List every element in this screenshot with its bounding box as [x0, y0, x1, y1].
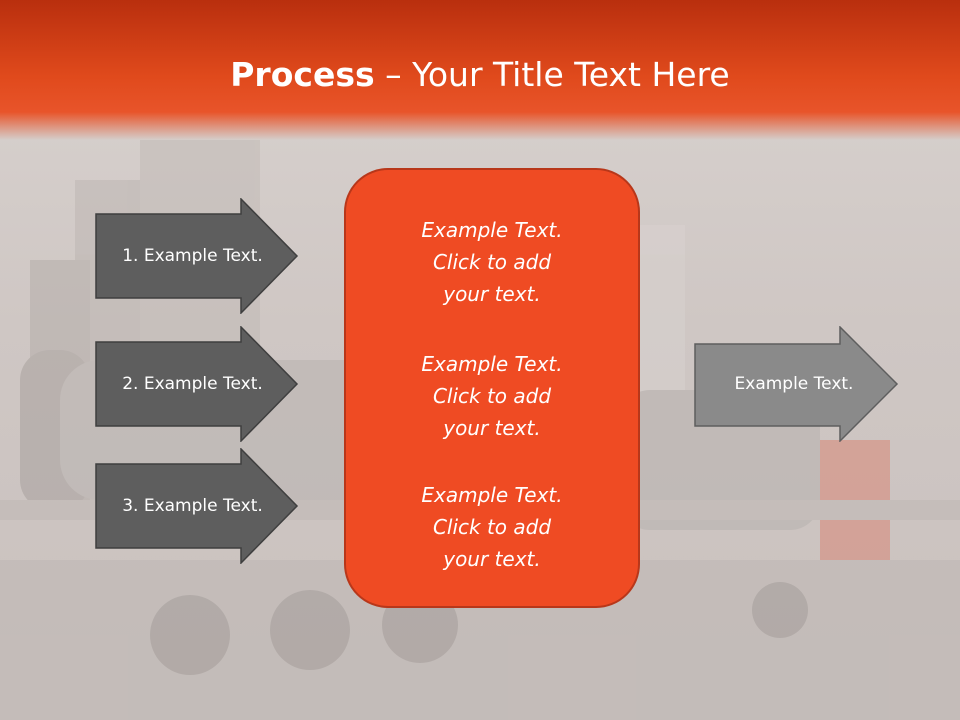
- left-arrow-2-label: 2. Example Text.: [122, 374, 263, 394]
- center-block-2-line-1: Example Text.: [421, 352, 563, 376]
- center-block-1-line-3: your text.: [443, 282, 541, 306]
- slide-title[interactable]: Process – Your Title Text Here: [0, 55, 960, 95]
- center-block-1-line-2: Click to add: [432, 250, 552, 274]
- left-arrow-2[interactable]: 2. Example Text.: [95, 326, 300, 442]
- title-bold: Process: [230, 55, 375, 94]
- arrow-shape-3: [95, 448, 299, 564]
- right-arrow[interactable]: Example Text.: [694, 326, 900, 442]
- center-block-2-line-3: your text.: [443, 416, 541, 440]
- center-block-3-line-3: your text.: [443, 547, 541, 571]
- arrow-shape-1: [95, 198, 299, 314]
- right-arrow-shape: [694, 326, 899, 442]
- center-block-3-line-2: Click to add: [432, 515, 552, 539]
- center-block-2-line-2: Click to add: [432, 384, 552, 408]
- center-block-1-line-1: Example Text.: [421, 218, 563, 242]
- header-band: [0, 0, 960, 140]
- arrow-shape-2: [95, 326, 299, 442]
- center-block-3-line-1: Example Text.: [421, 483, 563, 507]
- right-arrow-label: Example Text.: [734, 374, 854, 394]
- center-block-2[interactable]: Example Text. Click to add your text.: [346, 348, 638, 444]
- left-arrow-3[interactable]: 3. Example Text.: [95, 448, 300, 564]
- title-dash: –: [374, 55, 413, 94]
- left-arrow-1-label: 1. Example Text.: [122, 246, 263, 266]
- title-rest: Your Title Text Here: [412, 55, 730, 94]
- center-text-box[interactable]: Example Text. Click to add your text. Ex…: [344, 168, 640, 608]
- left-arrow-1[interactable]: 1. Example Text.: [95, 198, 300, 314]
- center-block-3[interactable]: Example Text. Click to add your text.: [346, 479, 638, 575]
- left-arrow-3-label: 3. Example Text.: [122, 496, 263, 516]
- center-block-1[interactable]: Example Text. Click to add your text.: [346, 214, 638, 310]
